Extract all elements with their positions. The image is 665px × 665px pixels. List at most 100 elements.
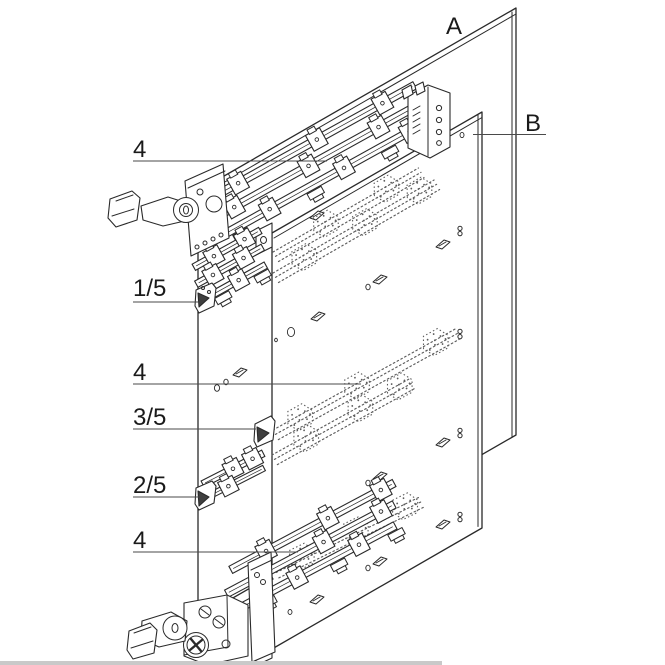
stipple-dot	[363, 224, 366, 226]
detail-oval	[183, 205, 189, 215]
round-hole	[286, 326, 296, 338]
stipple-dot	[348, 536, 351, 539]
stipple-dot	[395, 184, 398, 187]
stipple-dot	[301, 248, 303, 251]
stipple-holder-cluster	[351, 208, 378, 237]
label-item-4-mid: 4	[133, 359, 146, 386]
stipple-dot	[319, 230, 322, 233]
bottom-flange-plate	[247, 551, 276, 663]
tab-hole	[260, 236, 267, 244]
round-hole	[459, 131, 465, 139]
stipple-dot	[409, 499, 412, 502]
stipple-dot	[417, 192, 420, 195]
round-hole	[287, 609, 293, 615]
round-hole	[213, 384, 221, 392]
stipple-dot	[364, 401, 366, 404]
stipple-rail-2b	[271, 372, 417, 466]
stipple-holder-cluster	[288, 542, 315, 571]
busbar-rail-2-5	[200, 445, 267, 503]
stipple-rail-1b	[272, 176, 441, 284]
round-hole	[223, 378, 229, 386]
stipple-dot	[364, 526, 367, 529]
stipple-holder-cluster	[293, 424, 320, 453]
stipple-dot	[432, 333, 435, 335]
stipple-holder-cluster	[291, 243, 318, 272]
stipple-dot	[353, 415, 356, 418]
slot-hole	[435, 239, 451, 250]
stipple-dot	[403, 379, 406, 382]
stipple-rail-2a	[272, 327, 461, 441]
stipple-dot	[433, 339, 436, 342]
stipple-holder-cluster	[344, 371, 370, 400]
label-item-4-bot: 4	[133, 527, 146, 554]
stipple-dot	[410, 187, 413, 190]
stipple-dot	[370, 223, 373, 225]
stipple-dot	[368, 215, 371, 218]
stipple-dot	[444, 338, 447, 340]
stipple-dot	[379, 195, 382, 198]
stipple-dot	[408, 382, 411, 385]
stipple-holder-cluster	[347, 394, 374, 423]
stipple-dot	[362, 386, 365, 389]
stipple-dot	[414, 502, 416, 505]
stipple-dot	[307, 250, 310, 253]
stipple-dot	[293, 424, 296, 426]
outline	[197, 292, 210, 308]
stipple-holder-cluster	[386, 372, 413, 401]
stipple-dot	[350, 392, 353, 395]
stipple-dot	[310, 258, 313, 260]
stipple-dot	[358, 405, 361, 408]
stipple-dot	[351, 405, 354, 407]
stipple-dot	[405, 387, 408, 390]
bottom-lever-tip	[126, 622, 158, 660]
round-hole	[274, 337, 278, 343]
outline	[197, 490, 210, 507]
stipple-dot	[313, 253, 315, 255]
stipple-dot	[291, 413, 293, 416]
stipple-dot	[397, 383, 400, 386]
top-end-bracket	[407, 84, 451, 159]
detail-oval	[171, 623, 179, 633]
slot-hole	[310, 311, 326, 322]
slot-hole	[232, 367, 248, 378]
stipple-dot	[397, 512, 400, 515]
stipple-dot	[355, 387, 358, 390]
stipple-holder-cluster	[392, 492, 419, 521]
label-plate-b: B	[525, 110, 541, 137]
stipple-dot	[439, 335, 442, 337]
outline	[414, 81, 426, 96]
label-item-1-5: 1/5	[133, 275, 166, 302]
stipple-dot	[390, 181, 393, 184]
slot-hole	[309, 594, 325, 605]
stipple-dot	[360, 378, 363, 381]
stipple-dot	[299, 547, 302, 550]
stipple-dot	[373, 218, 376, 220]
stipple-dot	[396, 502, 399, 505]
stipple-dot	[402, 497, 405, 500]
stipple-dot	[377, 185, 380, 188]
stipple-holder-cluster	[312, 209, 339, 238]
stipple-dot	[354, 376, 356, 379]
stipple-dot	[426, 338, 429, 341]
outline	[401, 84, 414, 100]
stipple-dot	[307, 558, 310, 560]
stipple-dot	[390, 383, 393, 386]
stipple-dot	[425, 191, 428, 194]
scan-artifact	[0, 661, 442, 665]
stipple-dot	[417, 188, 420, 190]
stipple-dot	[428, 186, 431, 189]
stipple-dot	[392, 393, 395, 396]
stipple-dot	[357, 399, 360, 402]
stipple-holder-cluster	[287, 403, 314, 432]
stipple-dot	[324, 221, 326, 223]
stipple-dot	[298, 419, 301, 421]
stipple-dot	[441, 343, 444, 345]
stipple-dot	[334, 219, 337, 222]
outline	[256, 426, 270, 443]
stipple-dot	[303, 410, 306, 413]
stipple-dot	[363, 219, 365, 222]
label-item-3-5: 3/5	[133, 404, 166, 431]
round-hole	[365, 479, 371, 487]
